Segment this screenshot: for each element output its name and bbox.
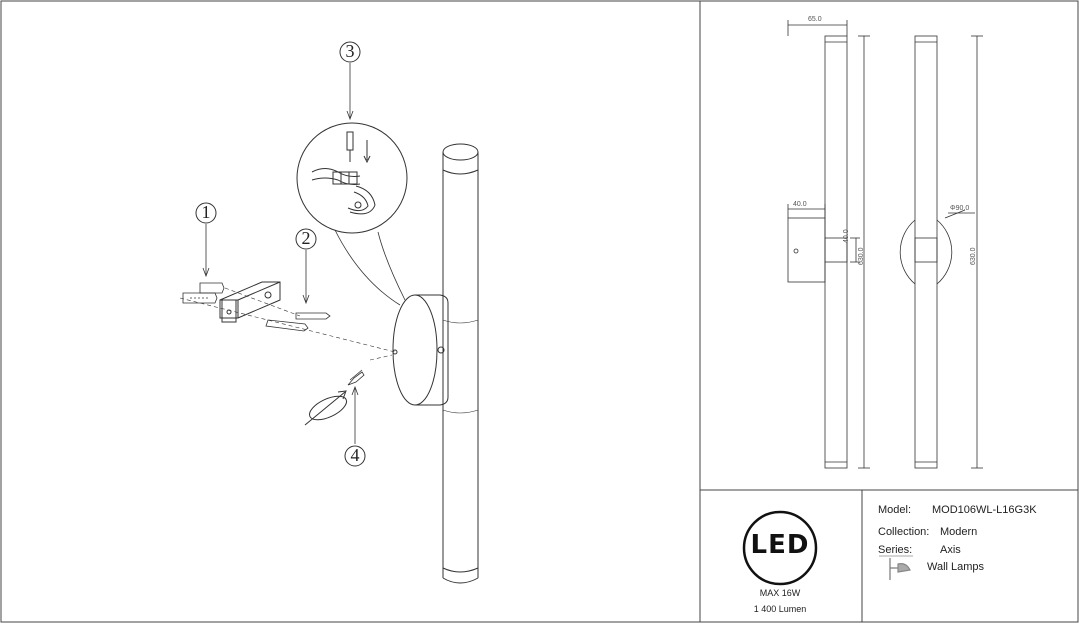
lamp-base (392, 294, 449, 406)
model-label: Model: (878, 504, 912, 516)
callout-3: 3 (345, 41, 355, 61)
led-logo-text: LED (750, 530, 810, 560)
lumen-text: 1 400 Lumen (753, 604, 807, 614)
led-badge (742, 510, 818, 586)
dim-base-height: 40.0 (843, 229, 850, 243)
dim-diameter: Φ90.0 (950, 205, 970, 212)
wall-plugs (182, 282, 225, 304)
callout-circles (195, 41, 366, 467)
detail-leader (334, 229, 401, 306)
series-label: Series: (878, 544, 913, 556)
model-value: MOD106WL-L16G3K (932, 504, 1037, 516)
wiring-detail (296, 122, 408, 234)
series-value: Axis (940, 544, 961, 556)
dim-base-depth: 40.0 (793, 201, 807, 208)
screws (265, 312, 365, 386)
mounting-bracket (219, 281, 281, 323)
dim-height-side: 630.0 (970, 247, 977, 265)
front-view (787, 20, 870, 469)
power-text: MAX 16W (759, 588, 801, 598)
callout-2: 2 (301, 228, 311, 248)
category-value: Wall Lamps (927, 561, 985, 573)
side-view (899, 35, 983, 469)
collection-label: Collection: (878, 526, 930, 538)
assembly-drawing (179, 41, 479, 584)
callout-1: 1 (201, 202, 211, 222)
collection-value: Modern (940, 526, 978, 538)
rotation-arrow (304, 390, 348, 426)
callout-4: 4 (350, 445, 360, 465)
dim-height-front: 630.0 (858, 247, 865, 265)
callout-leaders (202, 63, 359, 444)
dim-width-top: 65.0 (808, 16, 822, 23)
wall-lamp-icon (889, 558, 911, 580)
assembly-guides (179, 287, 396, 361)
lamp-tube (442, 143, 479, 584)
